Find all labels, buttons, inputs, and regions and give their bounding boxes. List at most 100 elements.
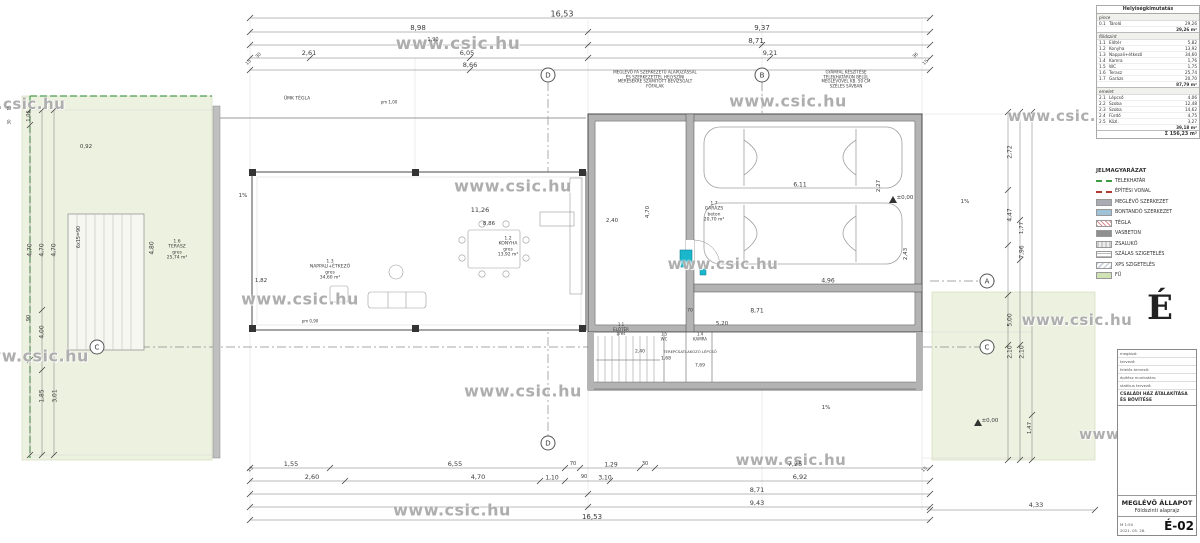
room-cell: Tároló — [1109, 21, 1122, 26]
sw-fu-swatch — [1096, 272, 1112, 280]
title-block-date: 2021. 05. 28. — [1120, 528, 1146, 533]
room-cell: 5,82 — [1187, 40, 1197, 45]
room-group-header: emelet — [1097, 88, 1199, 95]
room-cell: 34,60 — [1185, 52, 1197, 57]
legend-label: TÉGLA — [1115, 220, 1131, 226]
room-cell: 13,92 — [1185, 46, 1197, 51]
neighbor-wall — [212, 105, 586, 459]
room-cell: Konyha — [1109, 46, 1125, 51]
room-cell: 3,27 — [1187, 119, 1197, 124]
room-cell: 4,06 — [1187, 95, 1197, 100]
title-block-sheet-title: Földszinti alaprajz — [1118, 508, 1196, 517]
room-cell: 2.5 — [1099, 119, 1106, 124]
room-schedule-title: Helyiségkimutatás — [1097, 6, 1199, 14]
room-cell: 1,76 — [1187, 58, 1197, 63]
legend-label: ZSALUKŐ — [1115, 241, 1138, 247]
room-group-total: 39,18 m² — [1097, 125, 1199, 131]
sw-vasbeton-swatch — [1096, 230, 1112, 238]
title-block-field-label: építész munkatárs: — [1118, 374, 1196, 382]
dimension-ticks — [26, 14, 1099, 524]
sw-epitesi-swatch — [1096, 190, 1112, 193]
legend-item: VASBETON — [1096, 229, 1198, 240]
room-cell: 2.3 — [1099, 107, 1106, 112]
highlight-marker — [679, 249, 707, 276]
room-cell: Szoba — [1109, 107, 1122, 112]
drawing-number: É-02 — [1164, 519, 1194, 533]
living-wing — [249, 169, 587, 332]
legend-item: TÉGLA — [1096, 218, 1198, 229]
room-group-header: pince — [1097, 14, 1199, 21]
room-cell: 1.7 — [1099, 76, 1106, 81]
room-cell: 1.6 — [1099, 70, 1106, 75]
title-block-header-lines: megbízó:tervező:felelős tervező:építész … — [1118, 350, 1196, 390]
room-cell: 14,62 — [1185, 107, 1197, 112]
room-cell: 2.2 — [1099, 101, 1106, 106]
title-block-project: CSALÁDI HÁZ ÁTALAKÍTÁSA ÉS BŐVÍTÉSE — [1118, 390, 1196, 407]
room-cell: Szoba — [1109, 101, 1122, 106]
room-cell: Kamra — [1109, 58, 1123, 63]
room-group-header: földszint — [1097, 33, 1199, 40]
sw-tegla-swatch — [1096, 219, 1112, 227]
legend-item: ZSALUKŐ — [1096, 239, 1198, 250]
room-cell: 4,75 — [1187, 113, 1197, 118]
room-cell: 20,70 — [1185, 76, 1197, 81]
legend-label: MEGLÉVŐ SZERKEZET — [1115, 199, 1169, 205]
title-block-footer: M 1:50 2021. 05. 28. É-02 — [1118, 517, 1196, 535]
room-cell: 25,74 — [1185, 70, 1197, 75]
terrace-deck — [67, 213, 145, 351]
legend-item: BONTANDÓ SZERKEZET — [1096, 208, 1198, 219]
level-markers — [889, 196, 982, 426]
witness-lines — [30, 20, 1032, 520]
legend-label: BONTANDÓ SZERKEZET — [1115, 210, 1173, 216]
title-block-scale: M 1:50 — [1120, 522, 1134, 527]
room-cell: WC — [1109, 64, 1117, 69]
sw-szalas-swatch — [1096, 251, 1112, 259]
legend-item: MEGLÉVŐ SZERKEZET — [1096, 197, 1198, 208]
furniture — [329, 177, 583, 309]
sw-xps-swatch — [1096, 261, 1112, 269]
title-block-field-label: megbízó: — [1118, 350, 1196, 358]
title-block-field-label: felelős tervező: — [1118, 366, 1196, 374]
room-cell: Fürdő — [1109, 113, 1121, 118]
room-cell: Garázs — [1109, 76, 1124, 81]
cars — [703, 126, 903, 265]
sw-bontando-swatch — [1096, 209, 1112, 217]
sw-telekhatar-swatch — [1096, 180, 1112, 183]
legend-label: ÉPÍTÉSI VONAL — [1115, 189, 1151, 195]
legend-label: TELEKHATÁR — [1115, 178, 1146, 184]
stairs — [596, 336, 660, 382]
legend-item: ÉPÍTÉSI VONAL — [1096, 187, 1198, 198]
room-cell: Terasz — [1109, 70, 1123, 75]
room-cell: 2.1 — [1099, 95, 1106, 100]
title-block-field-label: statikus tervező: — [1118, 382, 1196, 390]
grass-areas — [21, 95, 1096, 461]
room-cell: 2.4 — [1099, 113, 1106, 118]
legend-label: SZÁLAS SZIGETELÉS — [1115, 252, 1165, 258]
legend-item: XPS SZIGETELÉS — [1096, 260, 1198, 271]
room-group-total: 29,26 m² — [1097, 27, 1199, 33]
entry-extension — [587, 331, 923, 391]
room-cell: 1.2 — [1099, 46, 1106, 51]
dimension-chains — [26, 14, 1099, 524]
room-cell: 1.1 — [1099, 40, 1106, 45]
room-cell: 1,75 — [1187, 64, 1197, 69]
sw-meglevo-swatch — [1096, 198, 1112, 206]
title-block-status: MEGLÉVŐ ÁLLAPOT — [1118, 495, 1196, 508]
legend-items: TELEKHATÁR ÉPÍTÉSI VONAL MEGLÉVŐ SZERKEZET… — [1096, 176, 1198, 281]
room-cell: 1.5 — [1099, 64, 1106, 69]
room-cell: 29,26 — [1185, 21, 1197, 26]
